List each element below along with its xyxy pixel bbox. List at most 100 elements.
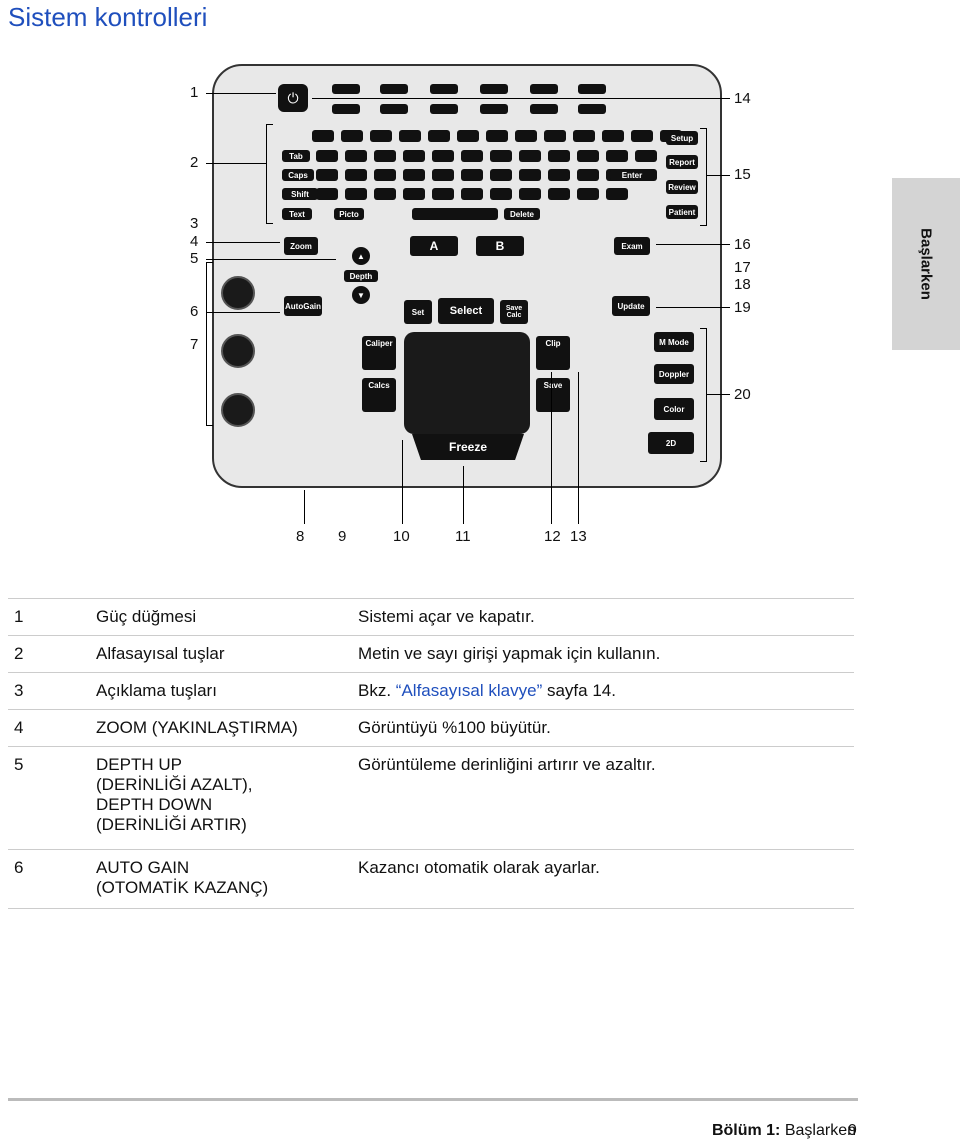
save-key: Save <box>536 378 570 412</box>
alphanumeric-key <box>374 188 396 200</box>
callout-14: 14 <box>734 90 751 107</box>
caps-key: Caps <box>282 169 314 181</box>
tgc-knob-1 <box>221 276 255 310</box>
alphanumeric-key <box>316 188 338 200</box>
tgc-knob-2 <box>221 334 255 368</box>
callout-15: 15 <box>734 166 751 183</box>
callout-16: 16 <box>734 236 751 253</box>
leader-5 <box>206 259 336 260</box>
depth-down-key: ▼ <box>352 286 370 304</box>
alphanumeric-key <box>515 130 537 142</box>
cross-reference-link[interactable]: “Alfasayısal klavye” <box>395 681 543 700</box>
annotation-key <box>480 84 508 94</box>
table-row: 6 AUTO GAIN (OTOMATİK KAZANÇ) Kazancı ot… <box>8 849 854 909</box>
callout-3: 3 <box>190 215 199 232</box>
alphanumeric-key <box>457 130 479 142</box>
row-description: Kazancı otomatik olarak ayarlar. <box>358 849 854 909</box>
alphanumeric-key <box>602 130 624 142</box>
footer-chapter: Bölüm 1: Başlarken <box>712 1122 856 1140</box>
depth-up-key: ▲ <box>352 247 370 265</box>
row-number: 4 <box>8 709 96 747</box>
leader-15 <box>706 175 730 176</box>
depth-key-label: Depth <box>344 270 378 282</box>
alphanumeric-key <box>461 150 483 162</box>
annotation-key <box>332 104 360 114</box>
update-key: Update <box>612 296 650 316</box>
row-name: Güç düğmesi <box>96 598 358 636</box>
alphanumeric-key <box>635 150 657 162</box>
spacebar-key <box>412 208 498 220</box>
review-key: Review <box>666 180 698 194</box>
alphanumeric-key <box>399 130 421 142</box>
alphanumeric-key <box>428 130 450 142</box>
clip-key: Clip <box>536 336 570 370</box>
alphanumeric-key <box>490 169 512 181</box>
a-key: A <box>410 236 458 256</box>
table-row: 3 Açıklama tuşları Bkz. “Alfasayısal kla… <box>8 672 854 710</box>
callout-11: 11 <box>455 528 471 545</box>
callout-20: 20 <box>734 386 751 403</box>
annotation-key <box>530 84 558 94</box>
alphanumeric-key <box>577 150 599 162</box>
alphanumeric-key <box>370 130 392 142</box>
picto-key: Picto <box>334 208 364 220</box>
patient-key: Patient <box>666 205 698 219</box>
callout-7: 7 <box>190 336 199 353</box>
leader-4 <box>206 242 280 243</box>
leader-10 <box>402 440 403 524</box>
bracket-mode-keys <box>700 328 707 462</box>
alphanumeric-key <box>577 188 599 200</box>
alphanumeric-key <box>374 150 396 162</box>
tab-key: Tab <box>282 150 310 162</box>
row-number: 3 <box>8 672 96 710</box>
callout-2: 2 <box>190 154 199 171</box>
callout-6: 6 <box>190 303 199 320</box>
controls-table: 1 Güç düğmesi Sistemi açar ve kapatır. 2… <box>8 598 854 909</box>
autogain-key: AutoGain <box>284 296 322 316</box>
color-key: Color <box>654 398 694 420</box>
report-key: Report <box>666 155 698 169</box>
alphanumeric-key <box>519 188 541 200</box>
alphanumeric-key <box>403 169 425 181</box>
callout-19: 19 <box>734 299 751 316</box>
chapter-name: Başlarken <box>784 1122 856 1139</box>
shift-key: Shift <box>282 188 318 200</box>
row-description: Görüntüyü %100 büyütür. <box>358 709 854 747</box>
leader-1 <box>206 93 276 94</box>
alphanumeric-key <box>519 169 541 181</box>
freeze-key: Freeze <box>412 434 524 460</box>
alphanumeric-key <box>548 188 570 200</box>
leader-14 <box>312 98 730 99</box>
exam-key: Exam <box>614 237 650 255</box>
leader-11 <box>463 466 464 524</box>
callout-12: 12 <box>544 528 561 545</box>
text-key: Text <box>282 208 312 220</box>
alphanumeric-key <box>573 130 595 142</box>
row-name: DEPTH UP (DERİNLİĞİ AZALT), DEPTH DOWN (… <box>96 746 358 850</box>
callout-10: 10 <box>393 528 410 545</box>
2d-key: 2D <box>648 432 694 454</box>
alphanumeric-key <box>403 150 425 162</box>
alphanumeric-key <box>606 188 628 200</box>
caliper-key: Caliper <box>362 336 396 370</box>
leader-13 <box>578 372 579 524</box>
desc-suffix: sayfa 14. <box>546 681 616 700</box>
bracket-keyboard <box>266 124 273 224</box>
page-number: 9 <box>848 1122 857 1139</box>
leader-16 <box>656 244 730 245</box>
alphanumeric-key <box>606 150 628 162</box>
callout-17: 17 <box>734 259 751 276</box>
annotation-key <box>480 104 508 114</box>
power-button: ⏻ <box>278 84 308 112</box>
row-number: 1 <box>8 598 96 636</box>
annotation-key <box>578 84 606 94</box>
callout-18: 18 <box>734 276 751 293</box>
annotation-key <box>380 104 408 114</box>
callout-13: 13 <box>570 528 587 545</box>
callout-8: 8 <box>296 528 305 545</box>
setup-key: Setup <box>666 131 698 145</box>
leader-8 <box>304 490 305 524</box>
alphanumeric-key <box>345 188 367 200</box>
alphanumeric-key <box>345 150 367 162</box>
row-name: Alfasayısal tuşlar <box>96 635 358 673</box>
